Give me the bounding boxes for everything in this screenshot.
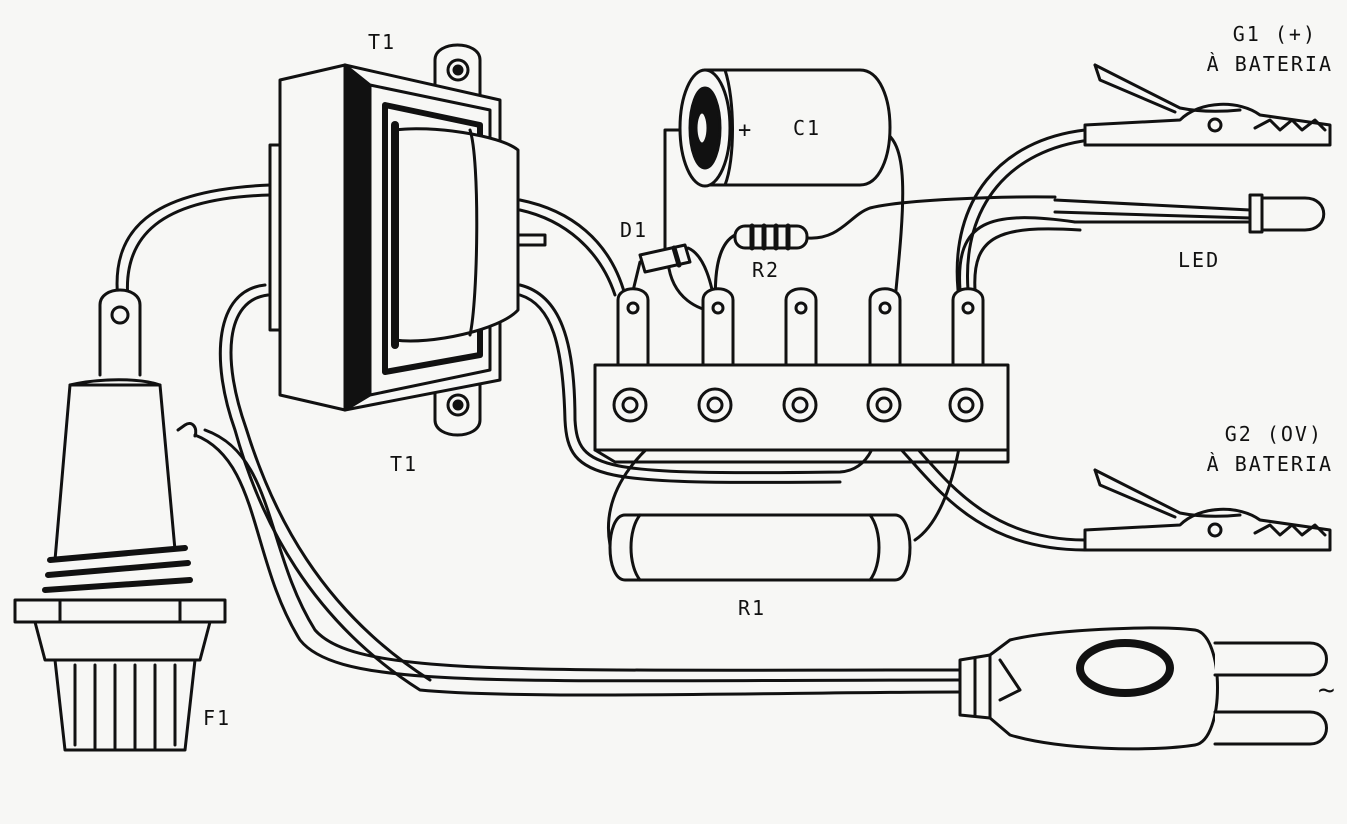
resistor-r2 (733, 223, 809, 251)
capacitor-c1 (678, 68, 892, 188)
label-g2-line2: À BATERIA (1206, 452, 1333, 476)
label-g2-line1: G2 (OV) (1224, 422, 1323, 446)
label-t1-top: T1 (368, 30, 397, 54)
label-t1-bottom: T1 (390, 452, 419, 476)
mains-plug (958, 626, 1328, 751)
resistor-r1 (608, 513, 912, 582)
label-ac-symbol: ~ (1318, 673, 1335, 706)
diode-d1 (638, 243, 692, 274)
label-d1: D1 (620, 218, 649, 242)
label-g1-line1: G1 (+) (1232, 22, 1317, 46)
fuse-holder-f1 (13, 288, 227, 752)
label-c1-plus: + (738, 118, 754, 143)
label-c1: C1 (793, 116, 822, 140)
label-r1: R1 (738, 596, 767, 620)
label-led: LED (1178, 248, 1221, 272)
alligator-clip-g1 (1083, 63, 1332, 147)
alligator-clip-g2 (1083, 468, 1332, 552)
led (1248, 193, 1326, 234)
terminal-strip (593, 287, 1010, 464)
label-r2: R2 (752, 258, 781, 282)
label-g1-line2: À BATERIA (1206, 52, 1333, 76)
transformer-t1 (268, 43, 547, 437)
wires (115, 128, 1252, 697)
label-f1: F1 (203, 706, 232, 730)
